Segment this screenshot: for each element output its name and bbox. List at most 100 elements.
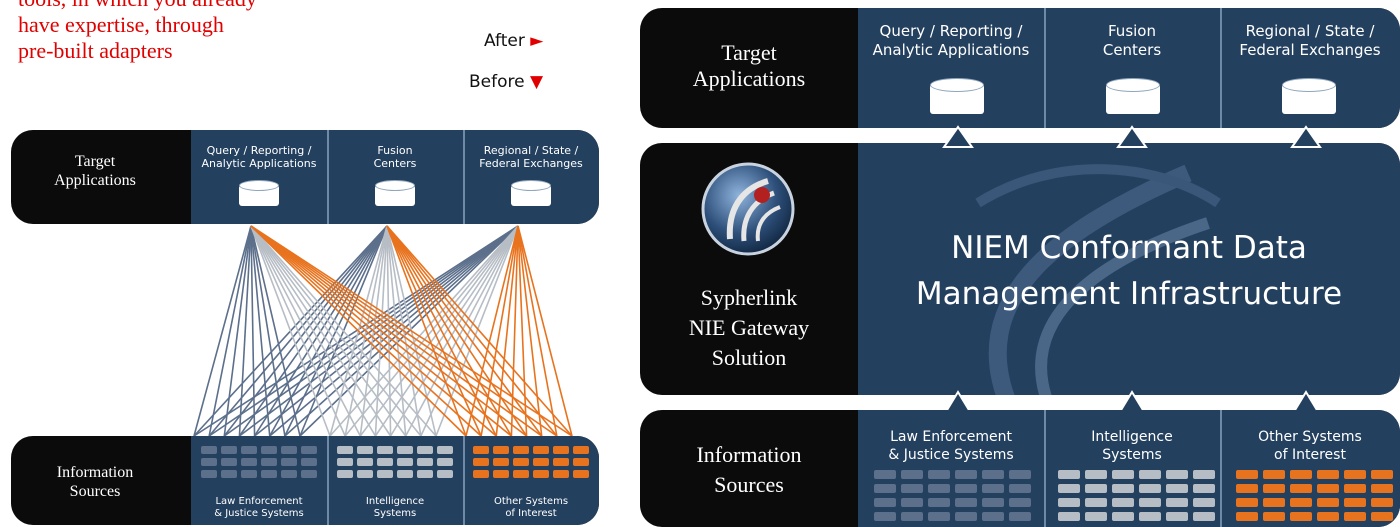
source-block bbox=[1371, 498, 1393, 507]
source-block bbox=[201, 446, 217, 454]
database-icon bbox=[511, 180, 551, 206]
source-block bbox=[493, 446, 509, 454]
source-block bbox=[1112, 498, 1134, 507]
connection-line bbox=[374, 225, 519, 437]
source-block bbox=[1085, 498, 1107, 507]
source-block bbox=[553, 446, 569, 454]
after-grid-intel bbox=[1058, 470, 1215, 521]
source-block bbox=[1263, 512, 1285, 521]
source-block bbox=[1263, 498, 1285, 507]
source-block bbox=[901, 470, 923, 479]
source-block bbox=[221, 446, 237, 454]
connection-line bbox=[250, 225, 392, 437]
after-target-query: Query / Reporting / Analytic Application… bbox=[872, 22, 1030, 59]
source-block bbox=[901, 484, 923, 493]
source-block bbox=[1371, 512, 1393, 521]
source-block bbox=[1236, 498, 1258, 507]
source-block bbox=[201, 458, 217, 466]
source-block bbox=[901, 498, 923, 507]
separator bbox=[463, 436, 465, 525]
source-block bbox=[437, 470, 453, 478]
connection-line bbox=[420, 225, 519, 437]
source-block bbox=[473, 458, 489, 466]
source-block bbox=[1085, 512, 1107, 521]
source-block bbox=[1058, 512, 1080, 521]
connection-line bbox=[510, 225, 519, 437]
up-arrow-icon bbox=[942, 125, 974, 148]
source-block bbox=[1139, 512, 1161, 521]
connection-line bbox=[250, 225, 482, 437]
connection-line bbox=[389, 225, 519, 437]
infrastructure-block: NIEM Conformant Data Management Infrastr… bbox=[858, 143, 1400, 395]
before-target-cells: Query / Reporting / Analytic Application… bbox=[191, 130, 599, 224]
source-block bbox=[221, 458, 237, 466]
connection-line bbox=[299, 225, 519, 437]
source-block bbox=[337, 446, 353, 454]
separator bbox=[1044, 8, 1046, 128]
source-block bbox=[1371, 470, 1393, 479]
after-source-other: Other Systems of Interest bbox=[1258, 429, 1362, 463]
source-block bbox=[1236, 484, 1258, 493]
source-block bbox=[417, 470, 433, 478]
connection-line bbox=[284, 225, 519, 437]
source-block bbox=[1058, 484, 1080, 493]
source-block bbox=[1290, 484, 1312, 493]
connection-line bbox=[480, 225, 519, 437]
source-block bbox=[573, 470, 589, 478]
connection-line bbox=[250, 225, 558, 437]
source-block bbox=[281, 446, 297, 454]
source-block bbox=[241, 470, 257, 478]
connection-line bbox=[250, 225, 467, 437]
after-target-panel: Target Applications Query / Reporting / … bbox=[640, 8, 1400, 128]
source-block bbox=[261, 458, 277, 466]
connection-line bbox=[250, 225, 361, 437]
connection-line bbox=[386, 225, 573, 437]
source-block bbox=[513, 458, 529, 466]
connection-line bbox=[344, 225, 519, 437]
after-gateway-label: Sypherlink NIE Gateway Solution bbox=[688, 285, 810, 370]
gateway-logo-icon bbox=[701, 162, 795, 256]
connection-line bbox=[250, 225, 377, 437]
source-block bbox=[397, 470, 413, 478]
source-block bbox=[1112, 484, 1134, 493]
source-block bbox=[1058, 498, 1080, 507]
source-block bbox=[473, 470, 489, 478]
source-block bbox=[1317, 470, 1339, 479]
source-block bbox=[357, 458, 373, 466]
source-block bbox=[1236, 470, 1258, 479]
connection-line bbox=[517, 225, 558, 437]
connection-line bbox=[250, 225, 528, 437]
source-block bbox=[982, 512, 1004, 521]
source-block bbox=[533, 470, 549, 478]
connection-line bbox=[193, 225, 519, 437]
source-block bbox=[1058, 470, 1080, 479]
caption-line-2: have expertise, through bbox=[18, 12, 224, 37]
source-block bbox=[1085, 484, 1107, 493]
source-block bbox=[874, 498, 896, 507]
source-block bbox=[1193, 470, 1215, 479]
before-sources-panel: Information Sources Law Enforcement & Ju… bbox=[11, 436, 599, 525]
connection-line bbox=[250, 225, 331, 437]
connection-line bbox=[250, 225, 286, 437]
legend-before-label: Before bbox=[469, 72, 525, 92]
connection-line bbox=[254, 225, 519, 437]
source-block bbox=[261, 446, 277, 454]
connection-line bbox=[465, 225, 519, 437]
source-block bbox=[928, 484, 950, 493]
source-block bbox=[493, 458, 509, 466]
source-block bbox=[301, 470, 317, 478]
connection-line bbox=[250, 225, 497, 437]
connection-line bbox=[517, 225, 543, 437]
source-block bbox=[901, 512, 923, 521]
connection-line bbox=[386, 225, 558, 437]
connection-line bbox=[517, 225, 528, 437]
source-block bbox=[1236, 512, 1258, 521]
source-block bbox=[1317, 512, 1339, 521]
source-block bbox=[1290, 470, 1312, 479]
database-icon bbox=[1282, 78, 1336, 114]
source-block bbox=[1139, 470, 1161, 479]
source-block bbox=[377, 458, 393, 466]
separator bbox=[463, 130, 465, 224]
connection-line bbox=[223, 225, 252, 437]
source-block bbox=[261, 470, 277, 478]
